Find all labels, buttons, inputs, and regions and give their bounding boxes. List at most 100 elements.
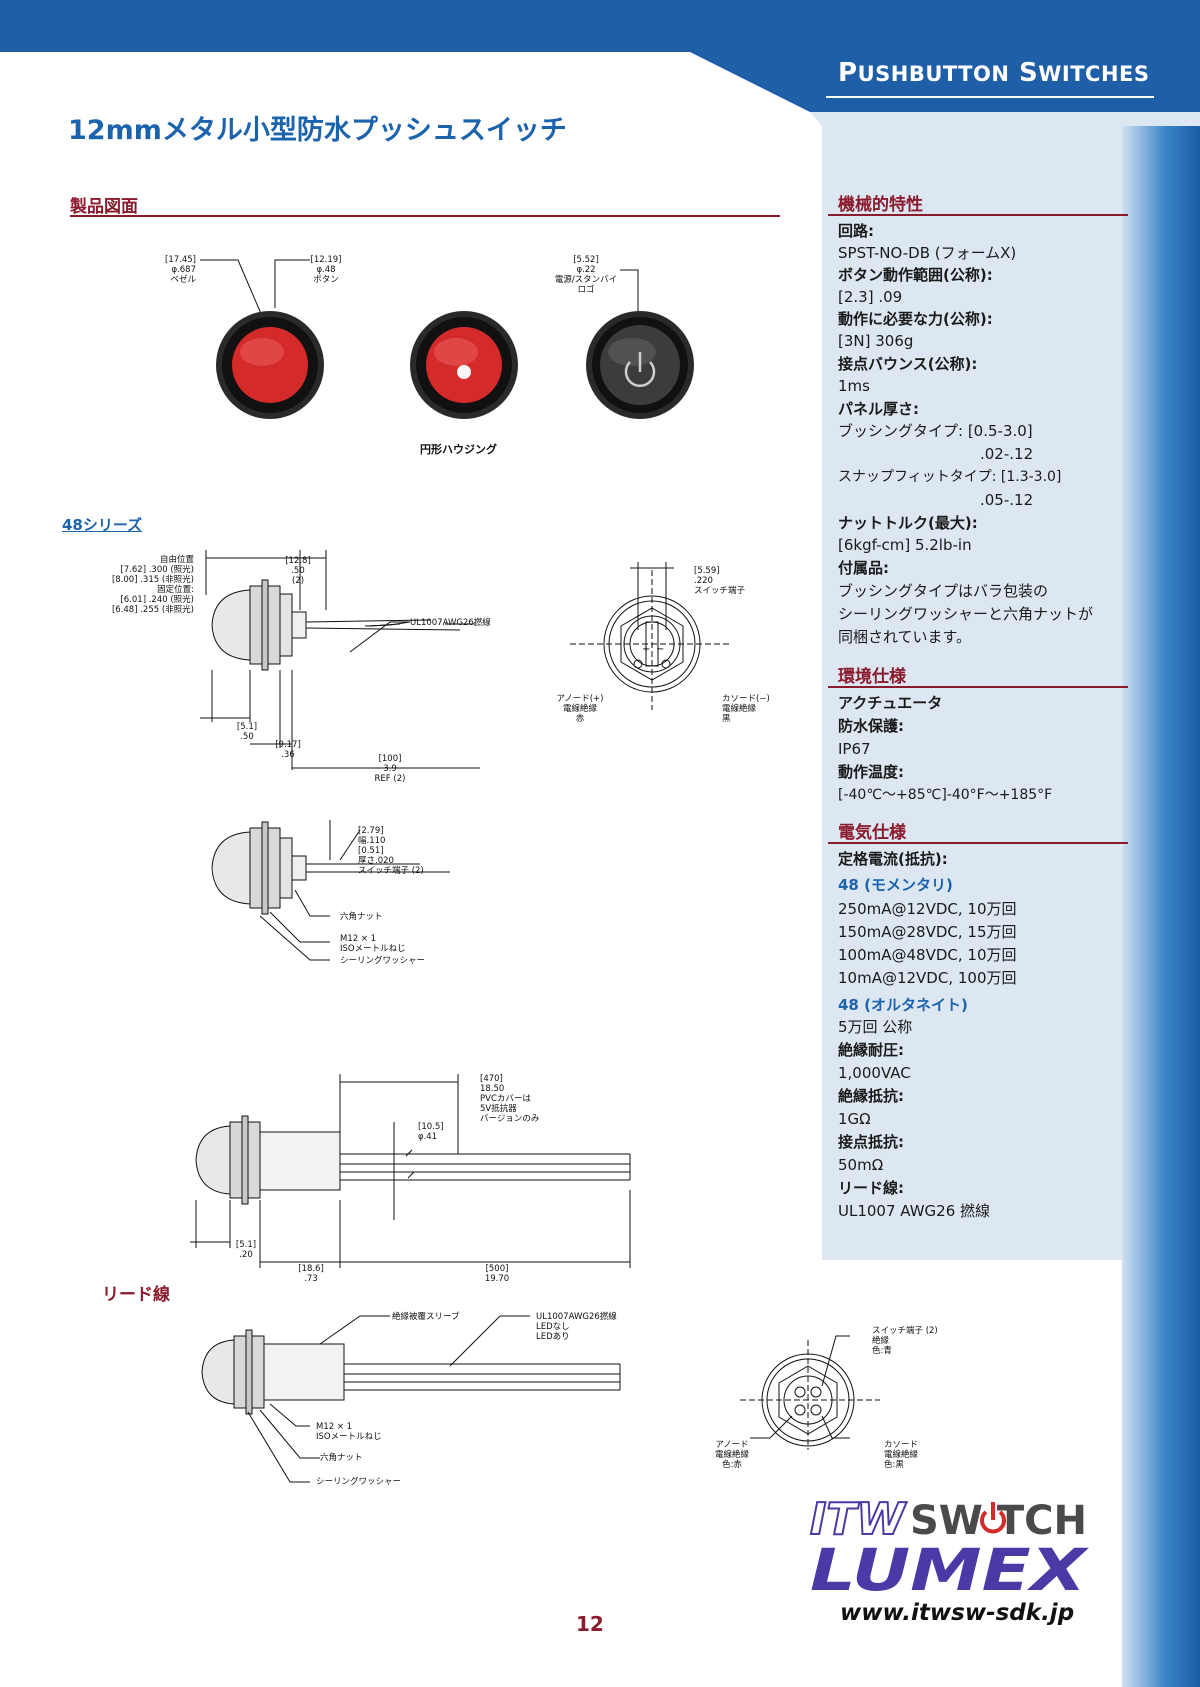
label-lead-dim-5-1: [5.1].20: [235, 1240, 257, 1260]
spec-torque-label: ナットトルク(最大):: [838, 514, 978, 532]
spec-panel-snap: スナップフィットタイプ: [1.3-3.0]: [838, 469, 1062, 485]
spec-actuator-label: アクチュエータ: [838, 694, 943, 712]
spec-momentary-3: 100mA@48VDC, 10万回: [838, 946, 1017, 964]
label-sw-terminal: スイッチ端子 (2)絶縁色:青: [872, 1326, 938, 1356]
spec-ip-label: 防水保護:: [838, 717, 904, 735]
spec-circuit-label: 回路:: [838, 222, 874, 240]
label-hex-nut: 六角ナット: [340, 912, 383, 922]
label-dim-18-6: [18.6].73: [298, 1264, 324, 1284]
spec-insulation-value: 1GΩ: [838, 1110, 871, 1128]
label-lead-washer: シーリングワッシャー: [316, 1477, 402, 1487]
spec-env-rule: [828, 686, 1128, 688]
spec-momentary-2: 150mA@28VDC, 15万回: [838, 923, 1017, 941]
page-title: 12mmメタル小型防水プッシュスイッチ: [68, 115, 567, 146]
spec-momentary-1: 250mA@12VDC, 10万回: [838, 900, 1017, 918]
spec-torque-value: [6kgf-cm] 5.2lb-in: [838, 536, 972, 554]
label-dim-12-8: [12.8].50(2): [285, 556, 311, 586]
label-free-position: 自由位置[7.62] .300 (照光)[8.00] .315 (非照光)固定位…: [111, 555, 194, 615]
spec-dielectric-value: 1,000VAC: [838, 1064, 911, 1082]
label-washer: シーリングワッシャー: [340, 956, 426, 966]
spec-contact-value: 50mΩ: [838, 1156, 884, 1174]
svg-text:SW TCH: SW TCH: [910, 1498, 1087, 1544]
section-lead-wire-heading: リード線: [102, 1285, 170, 1305]
label-cathode-48: カソード(−)電線絶縁黒: [722, 694, 770, 724]
spec-temp-label: 動作温度:: [838, 763, 904, 781]
page-number: 12: [576, 1612, 604, 1636]
lead-view-a: [190, 1074, 631, 1268]
spec-mech-rule: [828, 214, 1128, 216]
itw-switch-lumex-logo: ITW SW TCH LUMEX: [809, 1493, 1090, 1600]
series-48-link[interactable]: 48シリーズ: [62, 516, 143, 534]
svg-text:ITW: ITW: [810, 1494, 907, 1545]
label-dim-10-5: [10.5]φ.41: [418, 1122, 444, 1142]
label-dim-500: [500]19.70: [484, 1264, 510, 1284]
spec-panel-label: パネル厚さ:: [838, 400, 919, 418]
spec-circuit-value: SPST-NO-DB (フォームX): [838, 244, 1017, 262]
svg-text:−: −: [656, 644, 664, 655]
spec-panel-bushing: ブッシングタイプ: [0.5-3.0]: [838, 422, 1033, 440]
spec-accessories-line2: シーリングワッシャーと六角ナットが: [838, 605, 1094, 623]
spec-ip-value: IP67: [838, 740, 871, 758]
svg-text:+: +: [642, 644, 650, 655]
label-lead-cathode: カソード電線絶縁色:黒: [884, 1440, 919, 1470]
spec-force-value: [3N] 306g: [838, 332, 914, 350]
section-drawing-rule: [70, 215, 780, 217]
caption-round-housing: 円形ハウジング: [420, 443, 497, 456]
lead-view-b: [201, 1315, 621, 1483]
spec-contact-label: 接点抵抗:: [838, 1133, 904, 1151]
spec-temp-value: [-40℃〜+85℃]-40°F〜+185°F: [838, 787, 1053, 803]
side-view-48-b: [211, 820, 450, 961]
spec-accessories-line1: ブッシングタイプはバラ包装の: [838, 582, 1049, 600]
spec-lead-value: UL1007 AWG26 撚線: [838, 1202, 991, 1220]
spec-elec-heading: 電気仕様: [838, 823, 906, 843]
spec-force-label: 動作に必要な力(公称):: [838, 310, 993, 328]
leader-wire-48: [349, 621, 410, 653]
label-dim-9-17: [9.17].36: [275, 740, 301, 760]
label-lead-anode: アノード電線絶縁色:赤: [714, 1440, 749, 1470]
label-lead-hex-nut: 六角ナット: [320, 1453, 363, 1463]
label-wire-48: UL1007AWG26撚線: [410, 618, 491, 628]
spec-momentary-4: 10mA@12VDC, 100万回: [838, 969, 1017, 987]
spec-current-label: 定格電流(抵抗):: [838, 850, 948, 868]
spec-travel-value: [2.3] .09: [838, 288, 903, 306]
website-link[interactable]: www.itwsw-sdk.jp: [840, 1600, 1075, 1626]
spec-panel-snap-in: .05-.12: [980, 491, 1034, 509]
label-anode-48: アノード(+)電線絶縁赤: [556, 694, 604, 724]
spec-sidebar: [822, 120, 1122, 1260]
spec-alternate-label: 48 (オルタネイト): [838, 996, 968, 1014]
end-view-48: + −: [570, 562, 730, 710]
svg-text:LUMEX: LUMEX: [810, 1536, 1090, 1600]
label-dim-5-1: [5.1].50: [236, 722, 258, 742]
spec-bounce-value: 1ms: [838, 377, 870, 395]
logo-power-icon: [980, 1510, 1006, 1534]
label-sleeve: 絶縁被覆スリーブ: [392, 1312, 460, 1322]
spec-accessories-line3: 同梱されています。: [838, 628, 972, 646]
spec-mech-heading: 機械的特性: [838, 195, 923, 215]
header-title: PUSHBUTTON SWITCHES: [838, 58, 1150, 88]
spec-lead-label: リード線:: [838, 1179, 904, 1197]
spec-alternate-value: 5万回 公称: [838, 1018, 913, 1036]
spec-dielectric-label: 絶縁耐圧:: [838, 1041, 904, 1059]
spec-env-heading: 環境仕様: [838, 667, 906, 687]
section-drawing-heading: 製品図面: [70, 197, 138, 217]
header-band: [0, 0, 1200, 52]
product-photos: [200, 259, 694, 419]
header-underline: [826, 96, 1154, 98]
spec-accessories-label: 付属品:: [838, 559, 889, 577]
spec-bounce-label: 接点バウンス(公称):: [838, 355, 978, 373]
side-view-48: [200, 550, 480, 770]
spec-momentary-label: 48 (モメンタリ): [838, 876, 953, 894]
right-gradient-edge: [1122, 60, 1200, 1687]
spec-panel-bushing-in: .02-.12: [980, 445, 1034, 463]
power-logo: [624, 361, 656, 388]
